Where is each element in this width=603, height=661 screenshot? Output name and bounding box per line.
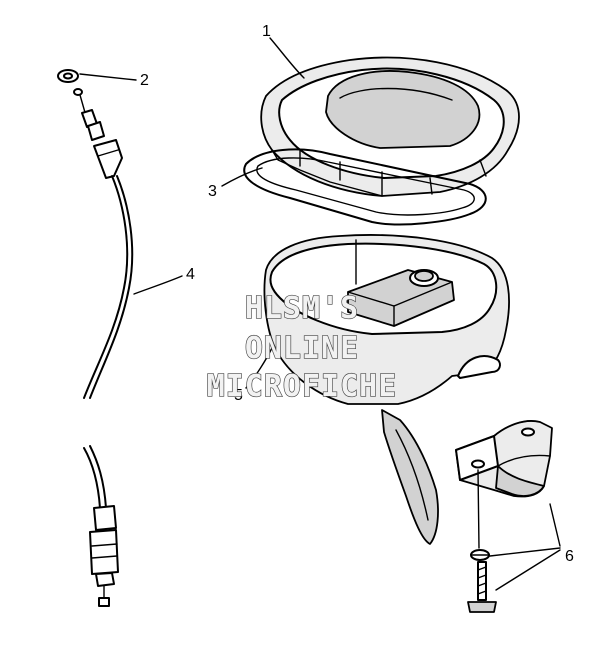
washer	[57, 69, 79, 83]
callout-1: 1	[262, 23, 271, 40]
callout-5: 5	[234, 387, 243, 404]
clamp-and-bolt	[455, 420, 553, 613]
throttle-housing	[263, 234, 510, 545]
watermark-line-3: MICROFICHE	[207, 369, 398, 404]
watermark: HLSM'S ONLINE MICROFICHE	[206, 290, 398, 404]
watermark-line-2: ONLINE	[245, 331, 359, 366]
gasket	[243, 148, 487, 226]
callout-4: 4	[186, 266, 195, 283]
throttle-cable	[73, 88, 134, 607]
watermark-line-1: HLSM'S	[245, 291, 359, 326]
leader-lines	[79, 37, 561, 591]
callout-3: 3	[208, 183, 217, 200]
callout-6: 6	[565, 548, 574, 565]
callout-2: 2	[140, 72, 149, 89]
